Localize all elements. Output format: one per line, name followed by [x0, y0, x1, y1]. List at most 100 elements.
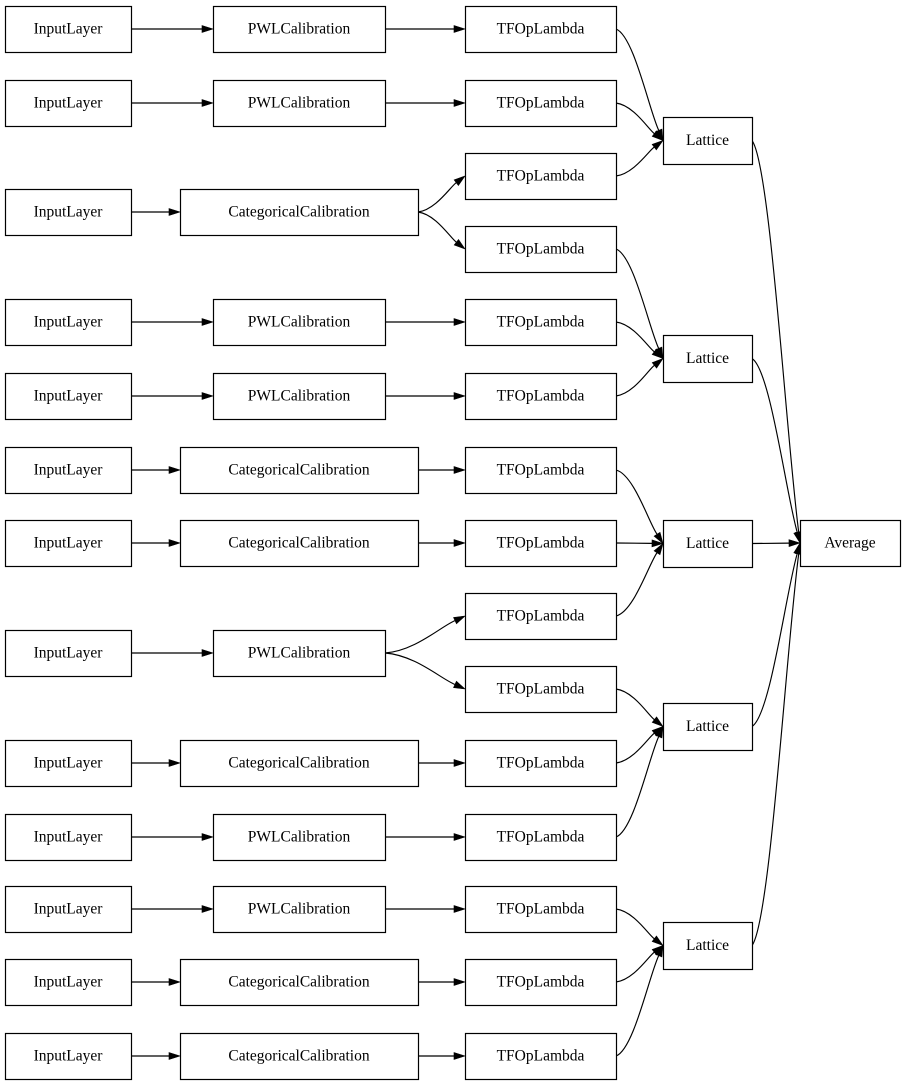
node-pwlcalibration-cal10[interactable]: PWLCalibration — [212, 813, 387, 862]
arrowhead-icon — [201, 25, 214, 33]
node-categorical-calibration-cal7[interactable]: CategoricalCalibration — [179, 519, 420, 568]
arrowhead-icon — [651, 935, 664, 947]
node-box — [4, 958, 133, 1007]
edge-line — [615, 552, 658, 617]
node-box — [662, 519, 754, 569]
node-tfop-lambda-lam13[interactable]: TFOpLambda — [464, 885, 618, 934]
edge-line — [615, 146, 655, 177]
arrowhead-icon — [201, 392, 214, 400]
node-pwlcalibration-cal2[interactable]: PWLCalibration — [212, 79, 387, 128]
edge-cal10-to-lam12 — [385, 833, 466, 841]
node-pwlcalibration-cal1[interactable]: PWLCalibration — [212, 5, 387, 54]
node-input-layer-in12[interactable]: InputLayer — [4, 958, 133, 1007]
edge-in11-to-cal11 — [131, 905, 214, 913]
node-lattice-lat1[interactable]: Lattice — [662, 116, 754, 166]
node-input-layer-in4[interactable]: InputLayer — [4, 298, 133, 347]
edge-line — [615, 248, 660, 349]
edge-in13-to-cal13 — [131, 1052, 181, 1060]
node-pwlcalibration-cal8[interactable]: PWLCalibration — [212, 629, 387, 678]
arrowhead-icon — [453, 99, 466, 107]
edge-line — [417, 211, 457, 243]
edge-lat3-to-avg — [751, 539, 801, 548]
arrowhead-icon — [168, 978, 181, 986]
node-tfop-lambda-lam14[interactable]: TFOpLambda — [464, 958, 618, 1007]
edge-line — [615, 955, 660, 1057]
node-categorical-calibration-cal3[interactable]: CategoricalCalibration — [179, 188, 420, 237]
edge-cal13-to-lam15 — [418, 1052, 466, 1060]
node-input-layer-in13[interactable]: InputLayer — [4, 1032, 133, 1081]
node-categorical-calibration-cal13[interactable]: CategoricalCalibration — [179, 1032, 420, 1081]
edge-lam4-to-lat2 — [615, 248, 664, 360]
node-tfop-lambda-lam5[interactable]: TFOpLambda — [464, 298, 618, 347]
arrowhead-icon — [651, 348, 664, 360]
edge-lat4-to-avg — [751, 542, 801, 727]
node-input-layer-in7[interactable]: InputLayer — [4, 519, 133, 568]
arrowhead-icon — [168, 539, 181, 547]
edge-line — [751, 140, 800, 533]
node-tfop-lambda-lam10[interactable]: TFOpLambda — [464, 665, 618, 714]
edge-lam12-to-lat4 — [615, 725, 664, 838]
node-box — [662, 702, 754, 752]
node-box — [4, 885, 133, 934]
node-tfop-lambda-lam9[interactable]: TFOpLambda — [464, 592, 618, 641]
node-categorical-calibration-cal12[interactable]: CategoricalCalibration — [179, 958, 420, 1007]
node-pwlcalibration-cal5[interactable]: PWLCalibration — [212, 372, 387, 421]
arrowhead-icon — [453, 238, 466, 250]
node-tfop-lambda-lam12[interactable]: TFOpLambda — [464, 813, 618, 862]
node-box — [4, 446, 133, 495]
node-box — [464, 225, 618, 274]
node-tfop-lambda-lam6[interactable]: TFOpLambda — [464, 372, 618, 421]
edge-lam5-to-lat2 — [615, 321, 664, 360]
node-pwlcalibration-cal11[interactable]: PWLCalibration — [212, 885, 387, 934]
node-input-layer-in2[interactable]: InputLayer — [4, 79, 133, 128]
node-box — [4, 519, 133, 568]
node-average-avg[interactable]: Average — [799, 519, 902, 568]
node-input-layer-in6[interactable]: InputLayer — [4, 446, 133, 495]
node-pwlcalibration-cal4[interactable]: PWLCalibration — [212, 298, 387, 347]
node-box — [799, 519, 902, 568]
node-tfop-lambda-lam15[interactable]: TFOpLambda — [464, 1032, 618, 1081]
node-box — [4, 813, 133, 862]
node-tfop-lambda-lam3[interactable]: TFOpLambda — [464, 152, 618, 201]
node-box — [464, 885, 618, 934]
node-input-layer-in1[interactable]: InputLayer — [4, 5, 133, 54]
node-box — [212, 885, 387, 934]
edge-cal8-to-lam10 — [384, 652, 466, 690]
arrowhead-icon — [453, 833, 466, 841]
node-input-layer-in9[interactable]: InputLayer — [4, 739, 133, 788]
node-tfop-lambda-lam1[interactable]: TFOpLambda — [464, 5, 618, 54]
node-lattice-lat5[interactable]: Lattice — [662, 921, 754, 971]
node-input-layer-in5[interactable]: InputLayer — [4, 372, 133, 421]
node-lattice-lat4[interactable]: Lattice — [662, 702, 754, 752]
arrowhead-icon — [168, 466, 181, 474]
node-lattice-lat2[interactable]: Lattice — [662, 334, 754, 384]
node-categorical-calibration-cal9[interactable]: CategoricalCalibration — [179, 739, 420, 788]
edge-line — [615, 951, 655, 983]
node-tfop-lambda-lam11[interactable]: TFOpLambda — [464, 739, 618, 788]
node-tfop-lambda-lam2[interactable]: TFOpLambda — [464, 79, 618, 128]
edge-cal11-to-lam13 — [385, 905, 466, 913]
edge-line — [615, 736, 660, 838]
edge-line — [384, 620, 456, 654]
node-lattice-lat3[interactable]: Lattice — [662, 519, 754, 569]
node-tfop-lambda-lam8[interactable]: TFOpLambda — [464, 519, 618, 568]
edge-line — [751, 553, 800, 946]
arrowhead-icon — [654, 944, 664, 958]
edge-line — [615, 908, 655, 940]
edge-lam7-to-lat3 — [615, 469, 664, 545]
node-tfop-lambda-lam4[interactable]: TFOpLambda — [464, 225, 618, 274]
node-input-layer-in8[interactable]: InputLayer — [4, 629, 133, 678]
node-input-layer-in3[interactable]: InputLayer — [4, 188, 133, 237]
arrowhead-icon — [168, 208, 181, 216]
arrowhead-icon — [453, 175, 466, 186]
node-box — [464, 79, 618, 128]
node-input-layer-in11[interactable]: InputLayer — [4, 885, 133, 934]
edge-cal3-to-lam3 — [417, 175, 466, 213]
node-tfop-lambda-lam7[interactable]: TFOpLambda — [464, 446, 618, 495]
node-categorical-calibration-cal6[interactable]: CategoricalCalibration — [179, 446, 420, 495]
edge-cal1-to-lam1 — [385, 25, 466, 33]
node-box — [464, 519, 618, 568]
arrowhead-icon — [788, 539, 801, 548]
node-input-layer-in10[interactable]: InputLayer — [4, 813, 133, 862]
